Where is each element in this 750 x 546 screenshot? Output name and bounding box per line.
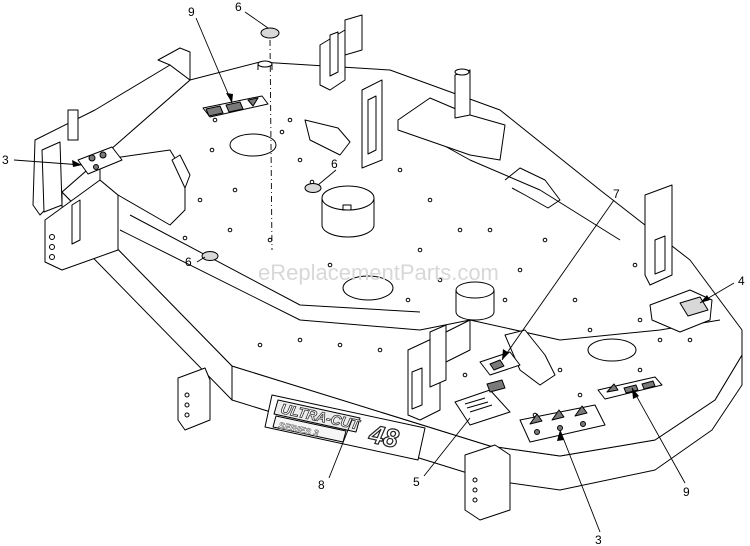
decal-9-top [202,95,269,118]
callout-6-mid: 6 [331,157,338,171]
center-spacer [455,289,495,321]
belt-shield [397,97,506,161]
leader-arrowheads [72,93,710,441]
callout-6-left: 6 [185,255,192,269]
decal-3-left [77,146,123,175]
logo-size: 48 [366,418,402,454]
front-lower-bracket-left [177,367,211,431]
callout-9-bottom: 9 [683,485,690,499]
deck-bolts [182,117,708,418]
left-front-bracket [32,64,191,216]
callout-8: 8 [318,478,325,492]
callout-7: 7 [613,187,620,201]
decal-5 [454,379,511,426]
watermark: eReplacementParts.com [258,260,499,285]
callout-3-bottom: 3 [595,533,602,546]
callout-3-left: 3 [2,153,9,167]
decal-3-bottom [519,404,606,443]
decal-oval-top [260,27,280,39]
callout-4: 4 [738,274,745,288]
front-lower-bracket-right [464,444,511,521]
deck-logo [264,394,426,461]
deck-top-plate [61,61,743,457]
decal-oval-mid [304,183,322,193]
idler-arm [504,329,556,386]
deck-handle [504,167,561,209]
spindle-center [342,275,394,301]
callout-6-top: 6 [235,0,242,14]
decal-9-bottom [597,376,663,400]
spindle-right [587,338,637,362]
spindle-left [229,133,277,157]
leader-lines [13,11,735,533]
callout-5: 5 [413,475,420,489]
decal-7 [479,351,521,376]
decal-oval-left [201,251,219,261]
callout-9-top: 9 [188,5,195,19]
